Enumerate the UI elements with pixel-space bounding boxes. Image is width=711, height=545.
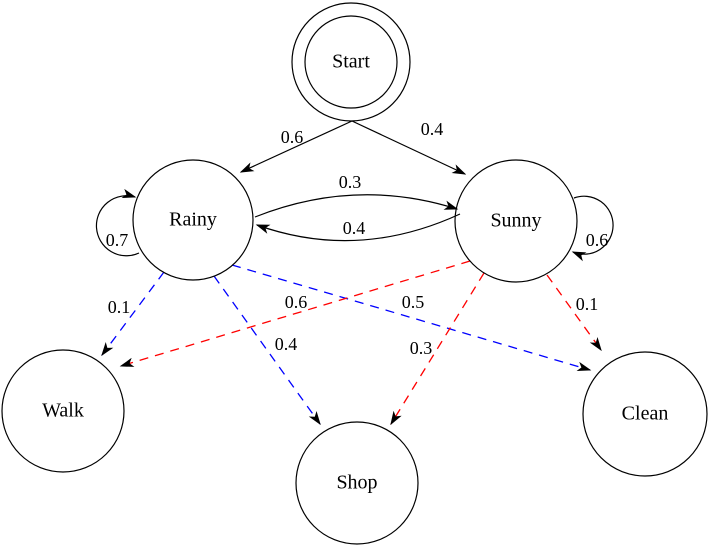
edge-start-to-rainy	[239, 120, 353, 173]
edge-label-start-to-sunny: 0.4	[421, 119, 444, 139]
edge-label-sunny-to-walk: 0.6	[285, 292, 308, 312]
node-rainy-label: Rainy	[169, 209, 217, 231]
edge-label-rainy-to-clean: 0.5	[402, 292, 425, 312]
emission-sunny-to-walk	[119, 260, 471, 367]
node-start: Start	[291, 2, 411, 122]
node-start-inner-circle	[304, 15, 398, 109]
node-clean-label: Clean	[622, 403, 669, 425]
node-sunny-circle	[454, 159, 578, 283]
edge-label-sunny-to-shop: 0.3	[410, 338, 433, 358]
node-clean-circle	[582, 351, 708, 477]
edge-start-to-sunny	[351, 120, 467, 175]
emission-sunny-to-shop	[390, 272, 485, 426]
edge-label-sunny-self-loop: 0.6	[586, 230, 609, 250]
edge-rainy-to-sunny	[254, 194, 459, 218]
edge-label-rainy-self-loop: 0.7	[106, 230, 129, 250]
node-shop-circle	[295, 421, 419, 545]
emission-rainy-to-clean	[231, 264, 592, 372]
edge-label-rainy-to-shop: 0.4	[275, 334, 298, 354]
node-rainy-circle	[132, 159, 254, 281]
node-start-label: Start	[332, 51, 370, 73]
edge-label-sunny-to-clean: 0.1	[576, 294, 599, 314]
edge-label-start-to-rainy: 0.6	[281, 127, 304, 147]
node-shop: Shop	[295, 421, 419, 545]
emission-rainy-to-walk	[101, 271, 165, 357]
edge-label-sunny-to-rainy: 0.4	[343, 218, 366, 238]
node-shop-label: Shop	[336, 472, 377, 494]
node-walk: Walk	[1, 349, 125, 473]
self-loop-sunny	[571, 195, 614, 262]
self-loop-rainy	[95, 188, 140, 257]
node-walk-label: Walk	[42, 400, 84, 422]
node-rainy: Rainy	[132, 159, 254, 281]
edge-label-rainy-to-sunny: 0.3	[339, 172, 362, 192]
edge-label-rainy-to-walk: 0.1	[108, 297, 131, 317]
node-clean: Clean	[582, 351, 708, 477]
node-sunny-label: Sunny	[490, 210, 541, 232]
node-walk-circle	[1, 349, 125, 473]
node-start-outer-circle	[291, 2, 411, 122]
edge-sunny-to-rainy	[255, 213, 461, 242]
node-sunny: Sunny	[454, 159, 578, 283]
emission-rainy-to-shop	[213, 275, 321, 426]
